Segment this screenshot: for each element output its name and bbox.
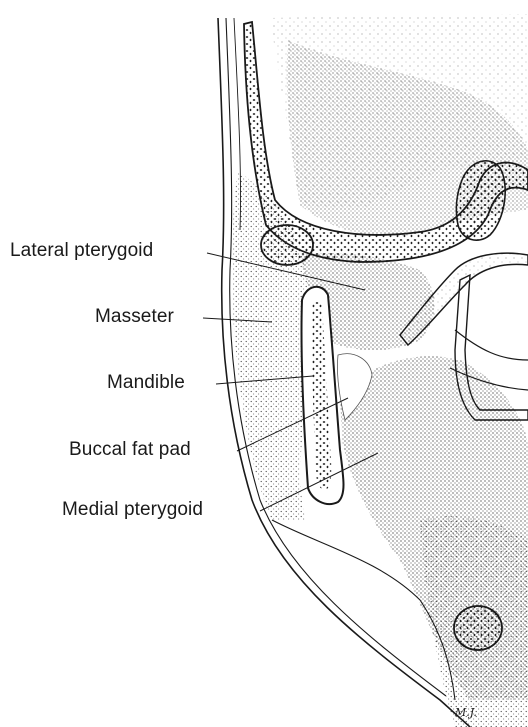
label-mandible: Mandible — [107, 372, 185, 394]
label-medial-pterygoid: Medial pterygoid — [62, 499, 203, 521]
coronoid-knob — [261, 225, 313, 265]
label-lateral-pterygoid: Lateral pterygoid — [10, 240, 153, 262]
hyoid-bone — [454, 606, 502, 650]
label-masseter: Masseter — [95, 306, 174, 328]
artist-signature: M.J. — [455, 706, 477, 719]
label-buccal-fat-pad: Buccal fat pad — [69, 439, 191, 461]
